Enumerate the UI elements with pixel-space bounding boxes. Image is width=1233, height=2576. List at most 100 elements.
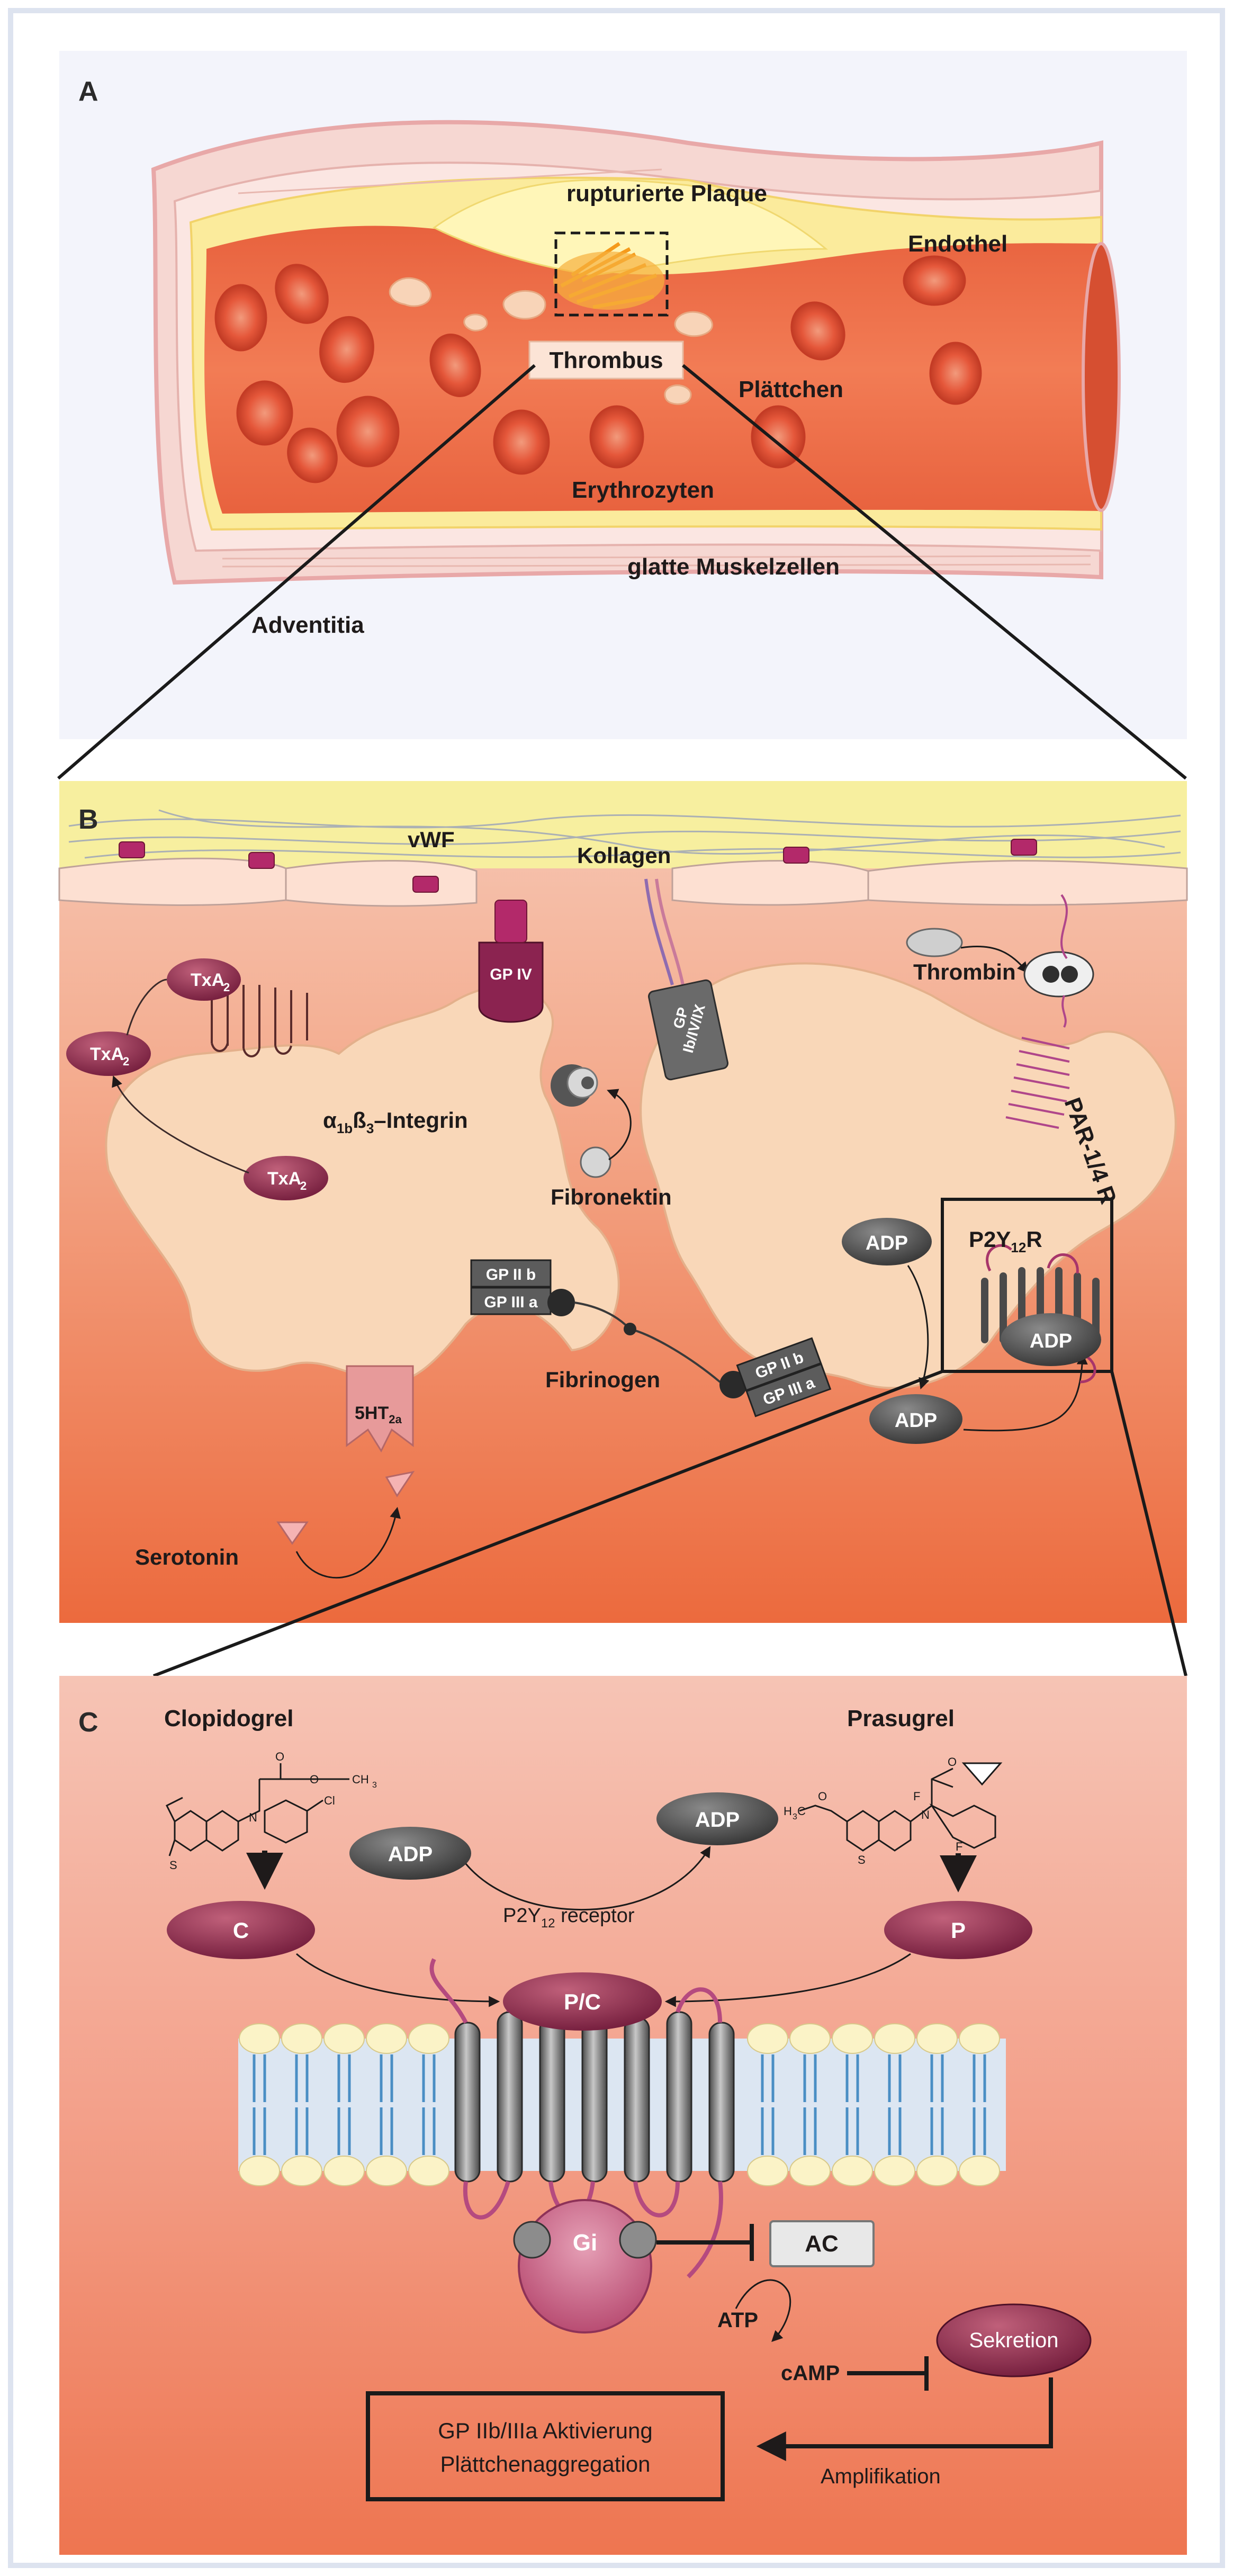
gp-iib-left-label: GP II b (486, 1266, 536, 1283)
txa2-inner-sub: 2 (300, 1179, 307, 1192)
txa2-left-label: TxA (90, 1044, 124, 1064)
adp-pill-c-right-label: ADP (695, 1808, 740, 1832)
panel-a: A Thrombus (59, 51, 1187, 739)
gi-subunit-right (619, 2221, 657, 2259)
svg-text:H: H (784, 1805, 792, 1818)
fibronektin-ball (580, 1146, 611, 1178)
amplifikation-label: Amplifikation (821, 2465, 941, 2488)
gp-iib-iiia-right: GP II b GP III a (719, 1337, 832, 1417)
5ht2a-receptor (346, 1365, 414, 1453)
adp-pill-free-label: ADP (866, 1232, 908, 1254)
zoom-lines-a-b (57, 364, 1187, 780)
panel-b: vWF Kollagen GP IV GP Ib/IV/IX TxA 2 (58, 781, 1188, 1623)
vessel-opening (1082, 242, 1121, 512)
zoom-lines-b-c (152, 1370, 1187, 1677)
svg-text:O: O (818, 1790, 827, 1803)
muscle-texture (222, 168, 1091, 568)
adp-pill-c-left (349, 1827, 471, 1880)
gp-iiia-left-label: GP III a (484, 1294, 537, 1311)
adp-pill-c-right (656, 1792, 778, 1845)
svg-text:3: 3 (372, 1781, 377, 1790)
adp-binding-arc (465, 1846, 711, 1911)
serotonin-triangle-1 (276, 1521, 309, 1545)
svg-text:O: O (948, 1755, 957, 1769)
txa2-bound-label: TxA (191, 970, 224, 990)
sekretion-node (936, 2303, 1092, 2377)
clopidogrel-label: Clopidogrel (164, 1706, 293, 1731)
fibronektin-label: Fibronektin (551, 1184, 672, 1209)
panel-b-letter: B (78, 804, 98, 835)
pc-bound-label: P/C (564, 1989, 601, 2014)
ac-label: AC (805, 2231, 839, 2257)
par-ligand-1 (1042, 966, 1059, 983)
adp-release-arrow (907, 1265, 930, 1389)
thrombus-label-box (528, 340, 684, 380)
erythrozyten-label: Erythrozyten (572, 477, 714, 503)
p2y12-label-b: P2Y12R (969, 1227, 1042, 1255)
clopidogrel-structure (165, 1763, 349, 1856)
active-metabolite-c (167, 1901, 315, 1959)
p2y12-loops-b (986, 1244, 1096, 1384)
collagen-receptors (119, 839, 1037, 893)
serotonin-label: Serotonin (135, 1545, 239, 1569)
5ht2a-label: 5HT2a (355, 1403, 402, 1426)
txa2-receptor (211, 985, 308, 1057)
thrombin-label: Thrombin (913, 959, 1016, 984)
svg-text:C: C (797, 1805, 806, 1818)
thrombin-blob (906, 928, 963, 957)
adventitia-label: Adventitia (251, 612, 364, 638)
adp-pill-extracellular (869, 1394, 962, 1444)
p2y12-helices (454, 2011, 735, 2183)
serotonin-triangle-2 (385, 1470, 415, 1497)
svg-text:S: S (858, 1853, 866, 1866)
clopidogrel-atoms: N O O CH 3 S Cl (169, 1750, 377, 1872)
result-line-1: GP IIb/IIIa Aktivierung (438, 2418, 652, 2443)
prasugrel-atoms: H 3 C O O F N F S (784, 1755, 962, 1866)
panel-c-letter: C (78, 1707, 98, 1738)
panel-c: C Clopidogrel Prasugrel N O O CH 3 S Cl (59, 1676, 1187, 2555)
active-metabolite-p (884, 1901, 1032, 1959)
gi-inhibits-ac (656, 2224, 754, 2261)
fibrinogen-label: Fibrinogen (545, 1367, 660, 1392)
txa2-cycle-arrows (114, 979, 249, 1174)
svg-text:N: N (921, 1808, 930, 1821)
panel-a-letter: A (78, 76, 98, 107)
gi-protein (518, 2199, 652, 2333)
active-metabolite-c-label: C (233, 1918, 249, 1943)
fibronektin-arrow (607, 1089, 632, 1161)
svg-text:Cl: Cl (324, 1794, 335, 1807)
p2y12-zoom-box (941, 1198, 1113, 1373)
platelets-a (389, 277, 713, 405)
txa2-left-sub: 2 (123, 1055, 129, 1068)
adp-pill-c-left-label: ADP (388, 1843, 433, 1866)
plaque-label: rupturierte Plaque (566, 181, 767, 207)
c-to-pc-arrow (296, 1953, 500, 2007)
prasugrel-cyclopropyl (961, 1762, 1003, 1786)
kollagen-label: Kollagen (577, 843, 671, 868)
svg-text:O: O (310, 1773, 319, 1786)
par-ligand-2 (1061, 966, 1078, 983)
par-receptor (1005, 894, 1070, 1129)
txa2-bound-pill (167, 958, 241, 1001)
adp-pill-free (842, 1218, 932, 1265)
p-to-pc-arrow (664, 1953, 911, 2007)
gi-subunit-left (513, 2221, 551, 2259)
result-box (366, 2391, 725, 2501)
thrombus-core (553, 252, 664, 310)
atp-label: ATP (717, 2309, 758, 2332)
thrombus-label: Thrombus (549, 347, 663, 373)
sekretion-label: Sekretion (969, 2329, 1059, 2352)
thrombus-zoom-box (554, 231, 669, 317)
txa2-bound-sub: 2 (223, 981, 230, 994)
fibrinogen-node (624, 1323, 636, 1335)
endothelial-cells (58, 857, 1188, 907)
txa2-inner-pill (244, 1156, 328, 1200)
svg-text:O: O (275, 1750, 284, 1763)
txa2-left-pill (66, 1031, 151, 1076)
gp-iv-label: GP IV (490, 966, 532, 983)
prasugrel-label: Prasugrel (847, 1706, 955, 1731)
membrane-bilayer (238, 2023, 1006, 2186)
txa2-inner-label: TxA (267, 1169, 301, 1189)
svg-text:S: S (169, 1859, 177, 1872)
ac-enzyme-box (769, 2220, 875, 2267)
